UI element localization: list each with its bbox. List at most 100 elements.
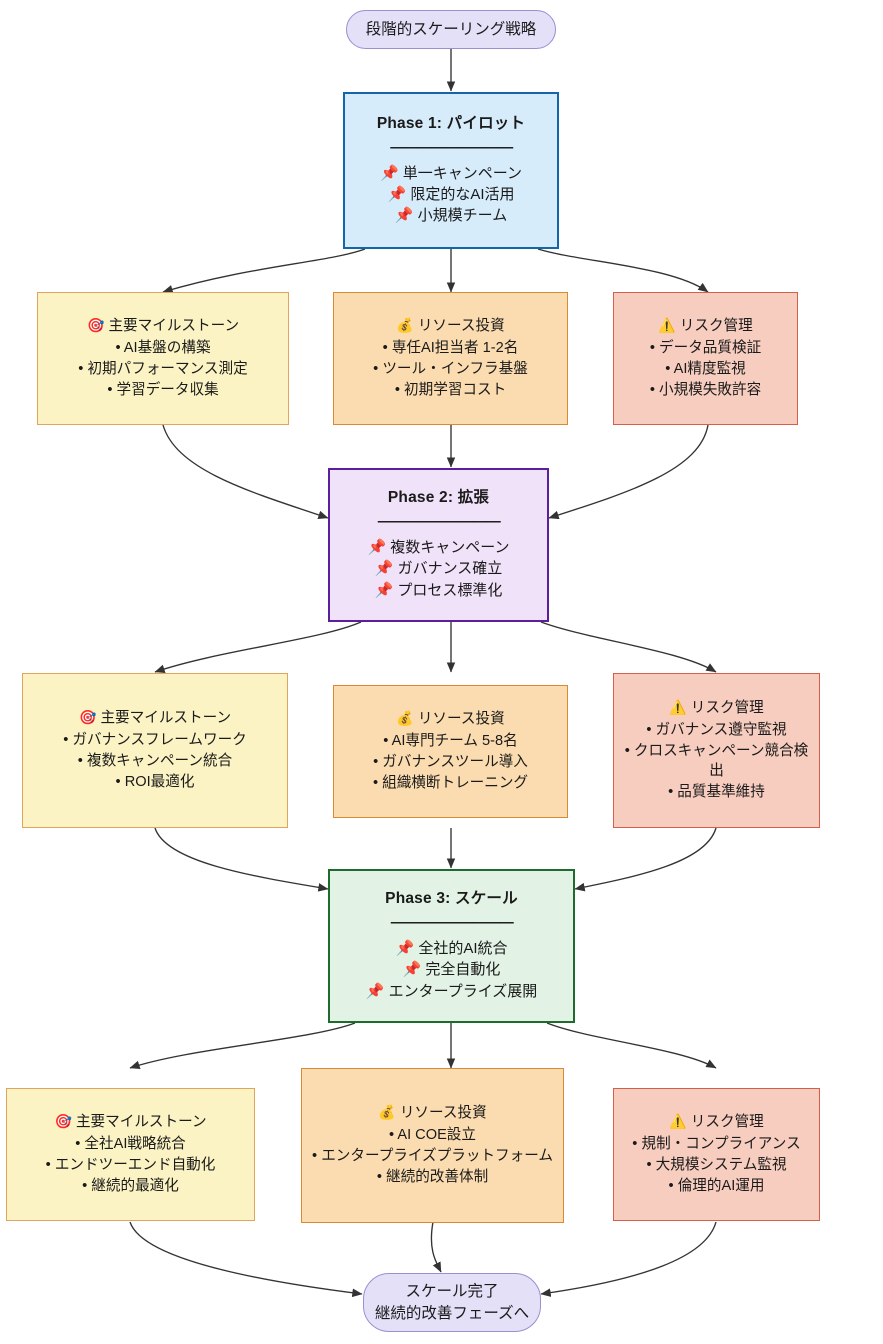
edge-phase3-milestone [129, 1022, 356, 1070]
phase-3-risk-bullet-1-label: 規制・コンプライアンス [641, 1136, 801, 1153]
phase-3-item-3-label: エンタープライズ展開 [388, 982, 538, 1000]
phase-2-resource-head: 💰 リソース投資 [396, 709, 504, 730]
end-node[interactable]: スケール完了 継続的改善フェーズへ [363, 1273, 541, 1332]
phase-3-resource-bullet-2-label: エンタープライズプラットフォーム [321, 1148, 553, 1165]
phase-1-resource-bullet-3: • 初期学習コスト [394, 381, 507, 398]
pin-icon: 📌 [374, 559, 394, 578]
phase-3-resource-bullet-3-label: 継続的改善体制 [386, 1168, 489, 1185]
phase-2-milestone-bullet-3-label: ROI最適化 [124, 773, 195, 790]
phase-1-resource-bullet-3-label: 初期学習コスト [404, 381, 507, 398]
phase-2-item-1: 📌 複数キャンペーン [367, 537, 509, 558]
pin-icon: 📌 [374, 580, 394, 599]
phase-3-milestone-bullet-3: • 継続的最適化 [82, 1177, 179, 1194]
edge-phase2-risk [540, 621, 717, 673]
edge-phase2-milestone [154, 621, 362, 673]
phase-3-risk-head: ⚠️ リスク管理 [669, 1112, 763, 1133]
edge-milestone-phase2 [162, 424, 329, 520]
phase-2-node[interactable]: Phase 2: 拡張 ————————— 📌 複数キャンペーン 📌 ガバナンス… [328, 468, 549, 622]
phase-1-risk-head: ⚠️ リスク管理 [658, 316, 752, 337]
phase-1-risk-head-label: リスク管理 [679, 318, 753, 335]
pin-icon: 📌 [402, 960, 422, 979]
phase-1-milestone-bullet-3: • 学習データ収集 [107, 381, 219, 398]
pin-icon: 📌 [367, 538, 387, 557]
phase-2-item-1-label: 複数キャンペーン [390, 539, 510, 557]
phase-1-milestone-node[interactable]: 🎯 主要マイルストーン • AI基盤の構築 • 初期パフォーマンス測定 • 学習… [37, 292, 289, 425]
phase-1-item-1: 📌 単一キャンペーン [380, 163, 522, 184]
edge-milestone-phase3 [154, 827, 329, 892]
phase-2-resource-bullet-3-label: 組織横断トレーニング [382, 774, 529, 791]
phase-3-milestone-bullet-2: • エンドツーエンド自動化 [45, 1157, 216, 1174]
phase-1-milestone-bullet-2: • 初期パフォーマンス測定 [78, 361, 248, 378]
phase-1-risk-bullet-1-label: データ品質検証 [659, 340, 762, 357]
edge-phase1-risk [537, 248, 709, 293]
phase-1-resource-bullet-2: • ツール・インフラ基盤 [373, 361, 528, 378]
phase-1-milestone-bullet-1-label: AI基盤の構築 [123, 340, 211, 357]
phase-3-risk-bullet-3: • 倫理的AI運用 [668, 1177, 765, 1194]
phase-2-resource-bullet-1: • AI専門チーム 5-8名 [383, 733, 518, 750]
phase-3-item-1: 📌 全社的AI統合 [395, 938, 507, 959]
phase-3-milestone-head: 🎯 主要マイルストーン [54, 1112, 206, 1133]
phase-3-milestone-node[interactable]: 🎯 主要マイルストーン • 全社AI戦略統合 • エンドツーエンド自動化 • 継… [6, 1088, 255, 1221]
edge-resource-end [430, 1221, 442, 1273]
edge-phase1-milestone [162, 248, 366, 294]
phase-2-milestone-bullet-3: • ROI最適化 [115, 773, 195, 790]
phase-3-risk-node[interactable]: ⚠️ リスク管理 • 規制・コンプライアンス • 大規模システム監視 • 倫理的… [613, 1088, 820, 1221]
money-bag-icon: 💰 [396, 318, 414, 335]
phase-1-item-3-label: 小規模チーム [417, 207, 508, 225]
money-bag-icon: 💰 [378, 1105, 396, 1122]
phase-1-item-2: 📌 限定的なAI活用 [387, 184, 514, 205]
target-icon: 🎯 [54, 1114, 72, 1131]
phase-3-risk-bullet-2: • 大規模システム監視 [646, 1157, 787, 1174]
phase-3-item-2: 📌 完全自動化 [403, 959, 501, 980]
edge-risk-end [540, 1221, 717, 1297]
phase-3-milestone-bullet-2-label: エンドツーエンド自動化 [54, 1157, 216, 1174]
pin-icon: 📌 [379, 163, 399, 182]
phase-2-risk-head-label: リスク管理 [690, 700, 764, 717]
phase-2-risk-node[interactable]: ⚠️ リスク管理 • ガバナンス遵守監視 • クロスキャンペーン競合検出 • 品… [613, 673, 820, 828]
phase-2-item-2-label: ガバナンス確立 [397, 560, 503, 578]
phase-1-resource-bullet-1-label: 専任AI担当者 1-2名 [391, 340, 519, 357]
phase-2-milestone-node[interactable]: 🎯 主要マイルストーン • ガバナンスフレームワーク • 複数キャンペーン統合 … [22, 673, 288, 828]
phase-1-risk-bullet-3-label: 小規模失敗許容 [659, 381, 762, 398]
phase-3-resource-head-label: リソース投資 [399, 1105, 487, 1122]
phase-1-resource-node[interactable]: 💰 リソース投資 • 専任AI担当者 1-2名 • ツール・インフラ基盤 • 初… [333, 292, 568, 425]
phase-2-resource-bullet-2: • ガバナンスツール導入 [373, 754, 528, 771]
phase-2-milestone-bullet-1: • ガバナンスフレームワーク [63, 732, 247, 749]
edge-phase3-risk [546, 1022, 717, 1069]
phase-1-node[interactable]: Phase 1: パイロット ————————— 📌 単一キャンペーン 📌 限定… [343, 92, 559, 249]
phase-2-item-3: 📌 プロセス標準化 [375, 580, 503, 601]
phase-3-item-3: 📌 エンタープライズ展開 [366, 981, 538, 1002]
pin-icon: 📌 [365, 981, 385, 1000]
phase-2-milestone-bullet-1-label: ガバナンスフレームワーク [72, 732, 247, 749]
phase-3-resource-head: 💰 リソース投資 [378, 1103, 486, 1124]
phase-3-resource-node[interactable]: 💰 リソース投資 • AI COE設立 • エンタープライズプラットフォーム •… [301, 1068, 564, 1223]
pin-icon: 📌 [394, 206, 414, 225]
phase-1-resource-bullet-1: • 専任AI担当者 1-2名 [382, 340, 519, 357]
phase-1-risk-node[interactable]: ⚠️ リスク管理 • データ品質検証 • AI精度監視 • 小規模失敗許容 [613, 292, 798, 425]
phase-1-milestone-bullet-3-label: 学習データ収集 [116, 381, 219, 398]
edge-risk-phase2 [548, 424, 709, 520]
money-bag-icon: 💰 [396, 711, 414, 728]
phase-3-item-2-label: 完全自動化 [425, 961, 501, 979]
phase-2-resource-node[interactable]: 💰 リソース投資 • AI専門チーム 5-8名 • ガバナンスツール導入 • 組… [333, 685, 568, 818]
phase-1-item-3: 📌 小規模チーム [395, 205, 507, 226]
phase-1-resource-bullet-2-label: ツール・インフラ基盤 [382, 361, 528, 378]
end-node-line-2: 継続的改善フェーズへ [374, 1304, 530, 1322]
phase-2-milestone-bullet-2-label: 複数キャンペーン統合 [86, 753, 233, 770]
phase-1-risk-bullet-1: • データ品質検証 [649, 340, 762, 357]
start-node[interactable]: 段階的スケーリング戦略 [346, 10, 556, 49]
phase-3-node[interactable]: Phase 3: スケール ————————— 📌 全社的AI統合 📌 完全自動… [328, 869, 575, 1023]
warning-icon: ⚠️ [669, 700, 687, 717]
edge-milestone-end [129, 1221, 363, 1298]
phase-3-resource-bullet-3: • 継続的改善体制 [376, 1168, 489, 1185]
phase-1-risk-bullet-3: • 小規模失敗許容 [649, 381, 762, 398]
phase-1-resource-head: 💰 リソース投資 [396, 316, 504, 337]
phase-2-resource-head-label: リソース投資 [417, 711, 505, 728]
phase-2-resource-bullet-2-label: ガバナンスツール導入 [382, 754, 528, 771]
phase-2-divider: ————————— [377, 513, 501, 531]
phase-2-title: Phase 2: 拡張 [387, 489, 490, 507]
warning-icon: ⚠️ [669, 1114, 687, 1131]
phase-2-risk-bullet-3: • 品質基準維持 [668, 784, 765, 801]
phase-1-risk-bullet-2: • AI精度監視 [665, 361, 746, 378]
